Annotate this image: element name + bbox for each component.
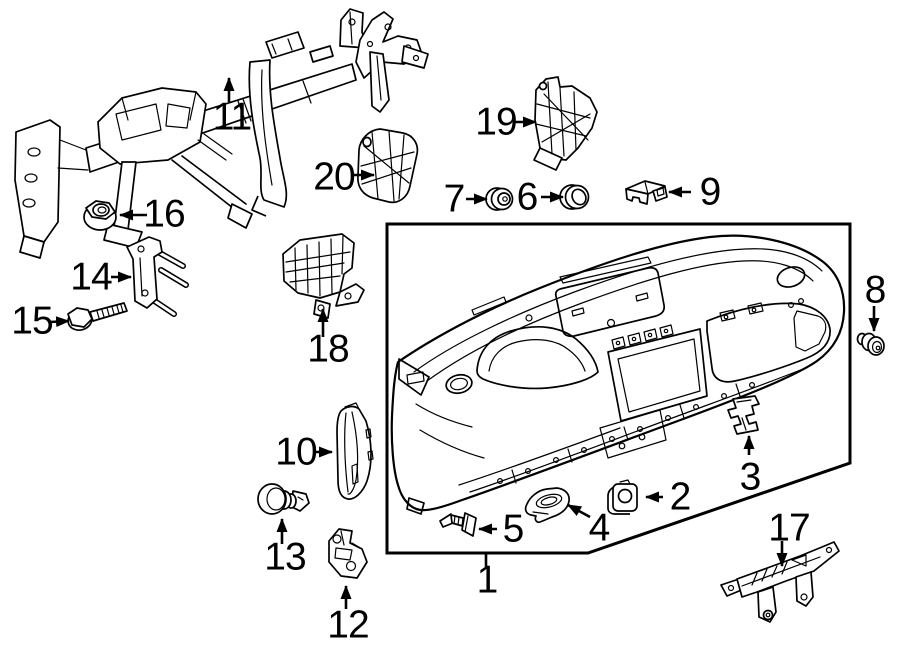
part-20-lattice-bracket [357, 128, 419, 204]
callout-label-5: 5 [502, 507, 525, 551]
callout-label-19: 19 [475, 100, 517, 144]
part-7-grommet [485, 187, 514, 211]
part-11-crossmember [14, 8, 429, 259]
part-17-lower-bracket [720, 541, 840, 623]
part-10-side-panel [336, 402, 374, 500]
callout-label-14: 14 [70, 255, 112, 299]
part-13-round-fastener [257, 483, 310, 515]
callout-label-10: 10 [275, 430, 317, 474]
callout-label-3: 3 [739, 455, 762, 499]
callout-label-12: 12 [327, 603, 369, 647]
part-18-junction-block [282, 233, 365, 319]
part-1-instrument-panel [390, 234, 846, 515]
callout-label-13: 13 [264, 535, 306, 579]
callout-label-9: 9 [699, 170, 722, 214]
callout-label-4: 4 [588, 506, 611, 550]
callout-label-8: 8 [864, 268, 887, 312]
callout-label-16: 16 [143, 192, 185, 236]
part-8-push-pin [856, 332, 885, 356]
part-6-ring-grommet [559, 184, 590, 210]
callout-label-7: 7 [443, 177, 466, 221]
detail-box-border [385, 222, 852, 555]
callout-label-17: 17 [768, 506, 810, 550]
part-3-stepped-clip [727, 395, 760, 435]
callout-label-2: 2 [669, 475, 692, 519]
callout-label-18: 18 [307, 327, 349, 371]
callout-label-20: 20 [313, 155, 355, 199]
part-2-square-grommet [607, 479, 638, 515]
callout-label-6: 6 [516, 175, 539, 219]
callout-label-15: 15 [11, 299, 53, 343]
part-15-bolt [67, 302, 128, 331]
part-16-nut [83, 200, 117, 231]
part-4-striker-bracket [524, 487, 570, 524]
callout-arrows [49, 77, 880, 609]
callout-label-1: 1 [476, 558, 499, 602]
part-19-lattice-bracket [533, 76, 598, 171]
part-14-bracket [126, 236, 189, 317]
part-12-bracket [328, 528, 368, 579]
part-5-pin-clip [439, 512, 477, 537]
part-9-clip [625, 180, 668, 205]
callout-label-11: 11 [212, 95, 252, 139]
